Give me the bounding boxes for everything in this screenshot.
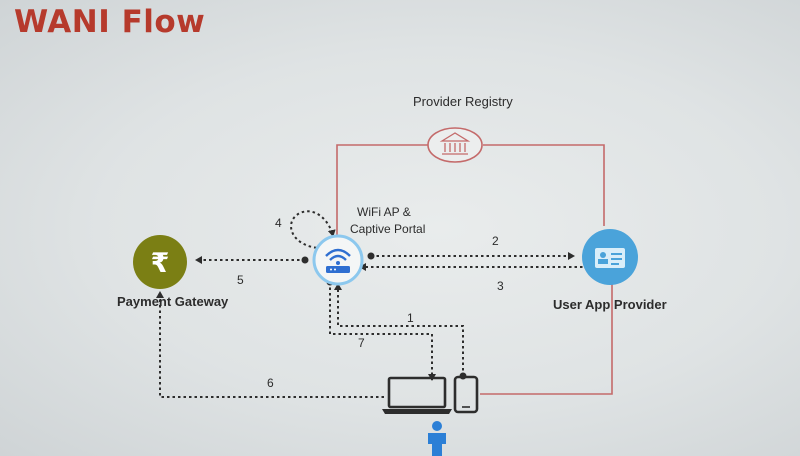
flow-4-label: 4 bbox=[275, 216, 282, 230]
flow-6-label: 6 bbox=[267, 376, 274, 390]
rupee-icon: ₹ bbox=[151, 248, 170, 279]
wifi-ap-label-line2: Captive Portal bbox=[350, 222, 425, 236]
user-app-provider-node[interactable] bbox=[582, 229, 638, 285]
flow-6-arrow bbox=[156, 291, 384, 398]
provider-registry-node[interactable] bbox=[427, 127, 483, 163]
payment-gateway-label: Payment Gateway bbox=[117, 294, 229, 309]
registry-link-app-provider bbox=[483, 144, 605, 226]
flow-7-label: 7 bbox=[358, 336, 365, 350]
person-icon bbox=[428, 421, 446, 456]
flow-2-label: 2 bbox=[492, 234, 499, 248]
slide-title: WANI Flow bbox=[14, 4, 206, 40]
flow-2-start-dot bbox=[367, 252, 375, 260]
wifi-router-icon bbox=[325, 248, 351, 273]
phone-icon[interactable] bbox=[453, 375, 479, 414]
flow-5-label: 5 bbox=[237, 273, 244, 287]
payment-gateway-node[interactable]: ₹ bbox=[133, 235, 187, 289]
user-app-provider-label: User App Provider bbox=[553, 297, 667, 312]
registry-link-ap bbox=[336, 144, 429, 240]
laptop-icon[interactable] bbox=[382, 376, 452, 414]
flow-1-arrow bbox=[334, 283, 464, 376]
provider-registry-label: Provider Registry bbox=[413, 94, 513, 109]
flow-7-arrow bbox=[329, 282, 436, 381]
id-card-icon bbox=[595, 248, 625, 268]
flow-4-self-loop bbox=[290, 210, 336, 249]
wifi-ap-node[interactable] bbox=[312, 234, 364, 286]
flow-5-start-dot bbox=[301, 256, 309, 264]
flow-1-label: 1 bbox=[407, 311, 414, 325]
wifi-ap-label-line1: WiFi AP & bbox=[357, 205, 411, 219]
app-provider-link-user bbox=[480, 282, 613, 395]
flow-3-label: 3 bbox=[497, 279, 504, 293]
bank-icon bbox=[439, 132, 471, 155]
